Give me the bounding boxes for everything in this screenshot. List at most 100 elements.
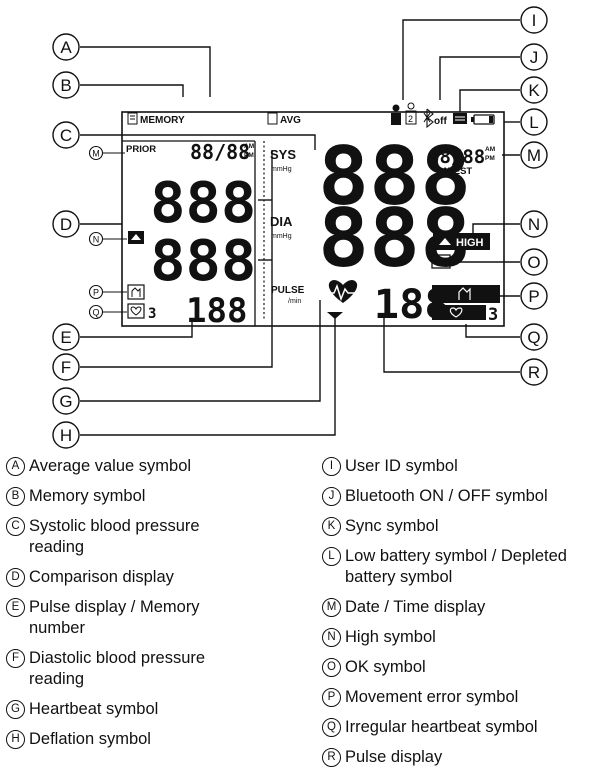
svg-text:Q: Q — [527, 328, 540, 347]
mini-callout-p: P — [93, 288, 99, 298]
irregular-count: 3 — [488, 305, 498, 325]
callout-k: K — [520, 76, 548, 104]
sys-label: SYS — [270, 147, 296, 162]
systolic-reading: 888 — [318, 130, 471, 223]
legend-letter: E — [6, 598, 25, 617]
prior-am: AM — [244, 143, 254, 150]
high-label: HIGH — [456, 237, 484, 249]
avg-label: AVG — [280, 115, 301, 126]
callout-n: N — [520, 210, 548, 238]
prior-pm: PM — [244, 152, 254, 159]
legend-text: Heartbeat symbol — [29, 700, 159, 718]
pulse-label: PULSE /min — [271, 285, 305, 305]
systolic-label: SYS mmHg — [270, 147, 296, 173]
callout-m: M — [520, 141, 548, 169]
callout-o: O — [520, 248, 548, 276]
legend-letter: N — [322, 628, 341, 647]
memory-label: MEMORY — [140, 115, 185, 126]
legend-letter: O — [322, 658, 341, 677]
mini-callouts: M N P Q — [88, 145, 127, 320]
legend-text: User ID symbol — [345, 457, 458, 475]
pulse-unit: /min — [288, 298, 301, 305]
legend-letter: G — [6, 700, 25, 719]
legend-letter: Q — [322, 718, 341, 737]
mini-callout-n: N — [93, 235, 100, 245]
dia-unit: mmHg — [271, 233, 292, 240]
legend-letter: B — [6, 487, 25, 506]
callout-a: A — [52, 33, 80, 61]
legend-letter: M — [322, 598, 341, 617]
callout-d: D — [52, 210, 80, 238]
sys-unit: mmHg — [271, 166, 292, 173]
ok-label: OK — [435, 257, 449, 267]
mini-callout-m: M — [92, 149, 100, 159]
legend-letter: P — [322, 688, 341, 707]
comparison-irregular-heartbeat-icon — [127, 303, 145, 319]
legend-letter: A — [6, 457, 25, 476]
bluetooth-off-label: off — [434, 116, 447, 127]
latest-date-time: 88/88 AM PM LATEST — [428, 146, 495, 177]
memory-symbol: MEMORY — [127, 112, 185, 126]
svg-text:E: E — [60, 328, 71, 347]
heartbeat-icon — [326, 280, 360, 303]
callout-f: F — [52, 353, 80, 381]
comparison-diastolic: 888 — [150, 228, 256, 293]
user-number: 2 — [408, 114, 413, 124]
leader-lines — [80, 19, 520, 436]
legend-text: Memory symbol — [29, 487, 146, 505]
prior-label: PRIOR — [126, 144, 156, 155]
prior-date: 88/88 — [190, 140, 250, 164]
callout-c: C — [52, 121, 80, 149]
callout-b: B — [52, 71, 80, 99]
svg-text:D: D — [60, 215, 72, 234]
latest-pm: PM — [485, 155, 495, 162]
callout-r: R — [520, 358, 548, 386]
svg-text:J: J — [530, 48, 539, 67]
movement-error-symbol — [432, 285, 500, 303]
legend-letter: C — [6, 517, 25, 536]
legend-text: OK symbol — [345, 658, 426, 676]
comparison-high-icon — [128, 231, 144, 244]
svg-text:C: C — [60, 126, 72, 145]
diastolic-label: DIA mmHg — [270, 214, 293, 240]
latest-label: LATEST — [436, 166, 472, 177]
callout-circles: A B C D E F G H I J K L M N O P Q R — [52, 6, 548, 449]
deflation-icon — [327, 312, 343, 319]
legend-text: Deflation symbol — [29, 730, 151, 748]
legend-text: Diastolic blood pressure reading — [29, 649, 206, 688]
legend-letter: L — [322, 547, 341, 566]
svg-text:N: N — [528, 215, 540, 234]
callout-g: G — [52, 387, 80, 415]
ok-symbol: OK — [431, 254, 451, 269]
sync-icon — [453, 113, 467, 124]
comparison-systolic: 888 — [150, 170, 256, 235]
legend-letter: K — [322, 517, 341, 536]
svg-text:F: F — [61, 358, 71, 377]
legend-text: Pulse display — [345, 748, 443, 766]
user-id-symbol: 2 — [391, 102, 417, 125]
callout-l: L — [520, 108, 548, 136]
mini-callout-q: Q — [92, 308, 99, 318]
average-value-symbol: AVG — [267, 112, 301, 126]
latest-am: AM — [485, 146, 495, 153]
legend-letter: H — [6, 730, 25, 749]
svg-text:K: K — [528, 81, 540, 100]
memory-number: 3 — [148, 306, 156, 322]
legend-letter: I — [322, 457, 341, 476]
svg-text:L: L — [529, 113, 538, 132]
dia-label: DIA — [270, 214, 293, 229]
